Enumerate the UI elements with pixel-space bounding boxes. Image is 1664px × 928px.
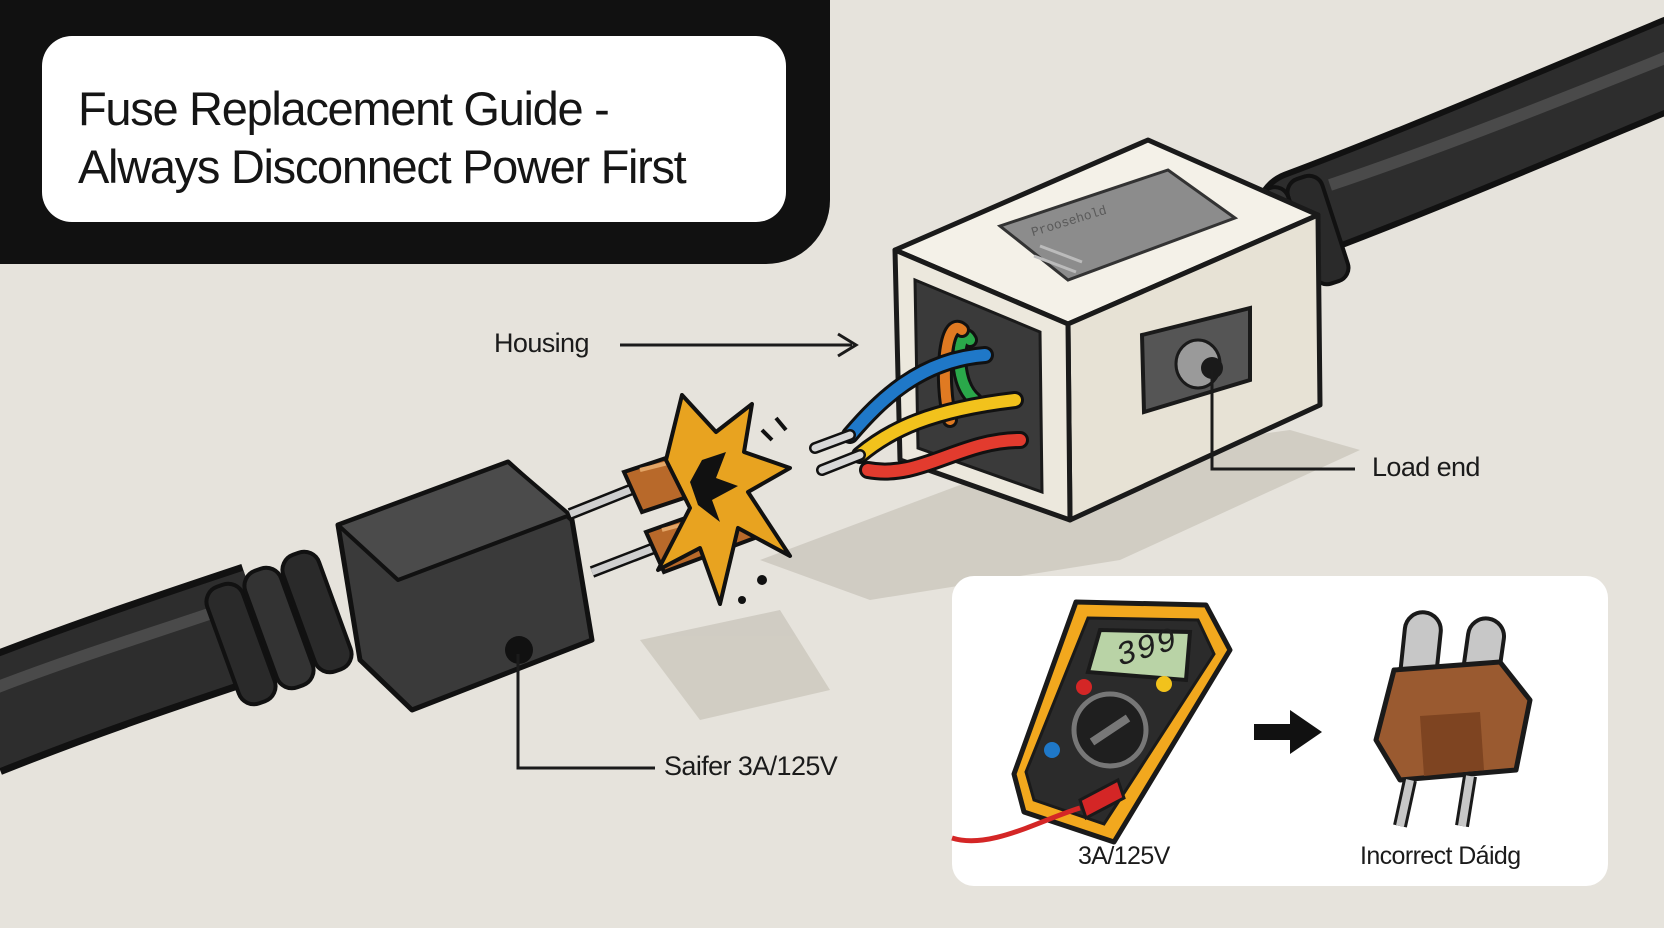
spark-burst (656, 393, 792, 606)
left-power-cord (0, 549, 354, 775)
inset-arrow (1254, 710, 1322, 754)
colored-wires (809, 319, 1029, 481)
fuse-housing (892, 137, 1323, 523)
multimeter-lcd (1085, 627, 1193, 683)
title-card: Fuse Replacement Guide - Always Disconne… (42, 36, 786, 222)
multimeter (951, 599, 1233, 845)
callout-load-end: Load end (1372, 452, 1480, 482)
meter-caption: 3A/125V (1078, 842, 1170, 870)
replacement-plug (1373, 610, 1533, 828)
title-line-2: Always Disconnect Power First (78, 140, 687, 193)
callout-lines (516, 332, 1355, 770)
plug-caption: Incorrect Dáidg (1360, 842, 1521, 870)
callout-housing: Housing (494, 328, 589, 358)
callout-fuse-rating: Saifer 3A/125V (664, 751, 838, 781)
title-line-1: Fuse Replacement Guide - (78, 82, 610, 135)
plug-body (335, 459, 595, 713)
